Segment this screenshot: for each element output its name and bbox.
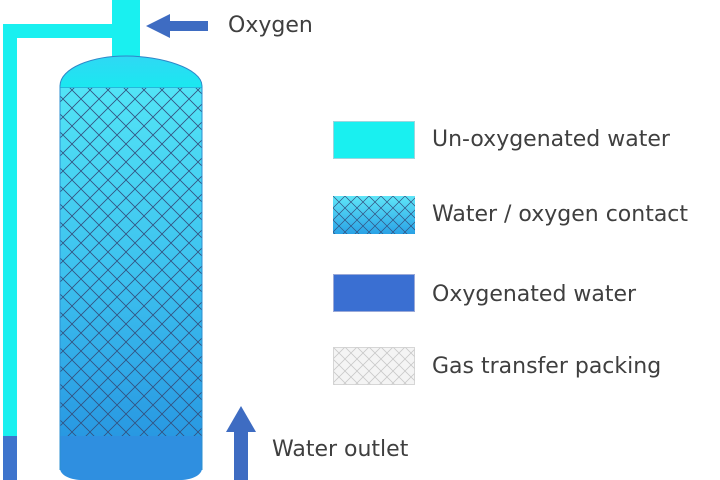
legend-label-gas-transfer-packing: Gas transfer packing <box>432 354 662 379</box>
legend-swatch-oxygenated-water <box>333 274 415 312</box>
tank-bottom <box>60 436 202 480</box>
oxygen-arrow-icon <box>146 14 208 38</box>
water-outlet-label: Water outlet <box>272 437 409 462</box>
legend-swatch-un-oxygenated-water <box>333 121 415 159</box>
legend-swatch-gas-transfer-packing <box>333 347 415 385</box>
oxygen-pipe <box>112 0 140 58</box>
legend-swatch-water-oxygen-contact <box>333 196 415 234</box>
legend-label-un-oxygenated-water: Un-oxygenated water <box>432 127 670 152</box>
legend-label-oxygenated-water: Oxygenated water <box>432 282 637 307</box>
oxygen-label: Oxygen <box>228 13 313 38</box>
tank-outline <box>59 86 203 470</box>
inlet-pipe <box>3 24 113 480</box>
outlet-arrow-icon <box>226 406 256 480</box>
packing-mesh <box>60 88 202 438</box>
tank-top <box>59 55 203 89</box>
legend-label-water-oxygen-contact: Water / oxygen contact <box>432 202 689 227</box>
